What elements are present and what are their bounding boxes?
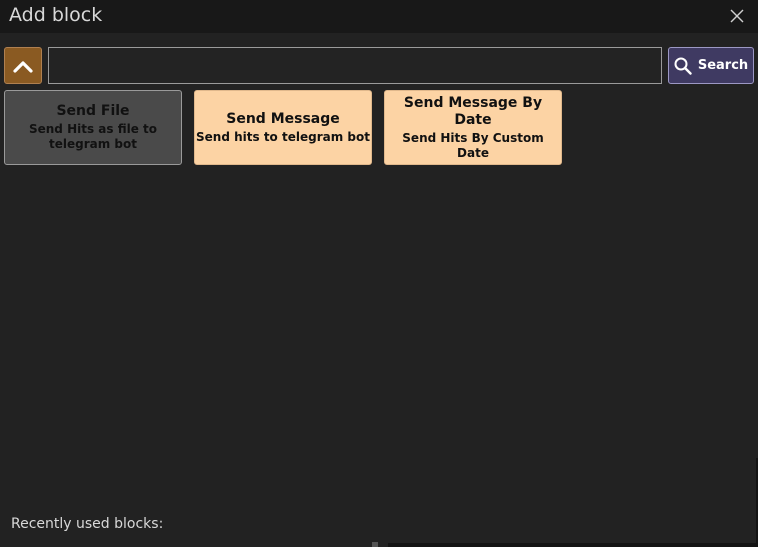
bottom-edge [388,543,758,547]
search-button-label: Search [697,58,749,73]
close-button[interactable] [726,5,748,27]
block-send-file[interactable]: Send File Send Hits as file to telegram … [4,90,182,165]
block-send-message[interactable]: Send Message Send hits to telegram bot [194,90,372,165]
window-title: Add block [9,4,103,26]
block-description: Send Hits as file to telegram bot [28,122,158,151]
close-icon [730,9,744,23]
right-edge [756,458,758,547]
search-icon [674,57,692,75]
scroll-handle[interactable] [372,542,378,547]
block-title: Send Message [226,110,340,127]
block-description: Send Hits By Custom Date [402,130,544,160]
collapse-button[interactable] [4,47,42,84]
block-title: Send Message By Date [403,94,543,128]
search-button[interactable]: Search [668,47,754,84]
chevron-up-icon [13,60,33,73]
title-bar: Add block [0,0,758,33]
block-send-message-by-date[interactable]: Send Message By Date Send Hits By Custom… [384,90,562,165]
block-title: Send File [56,103,130,119]
search-input[interactable] [48,47,662,84]
block-description: Send hits to telegram bot [196,129,370,144]
recently-used-label: Recently used blocks: [11,516,164,532]
